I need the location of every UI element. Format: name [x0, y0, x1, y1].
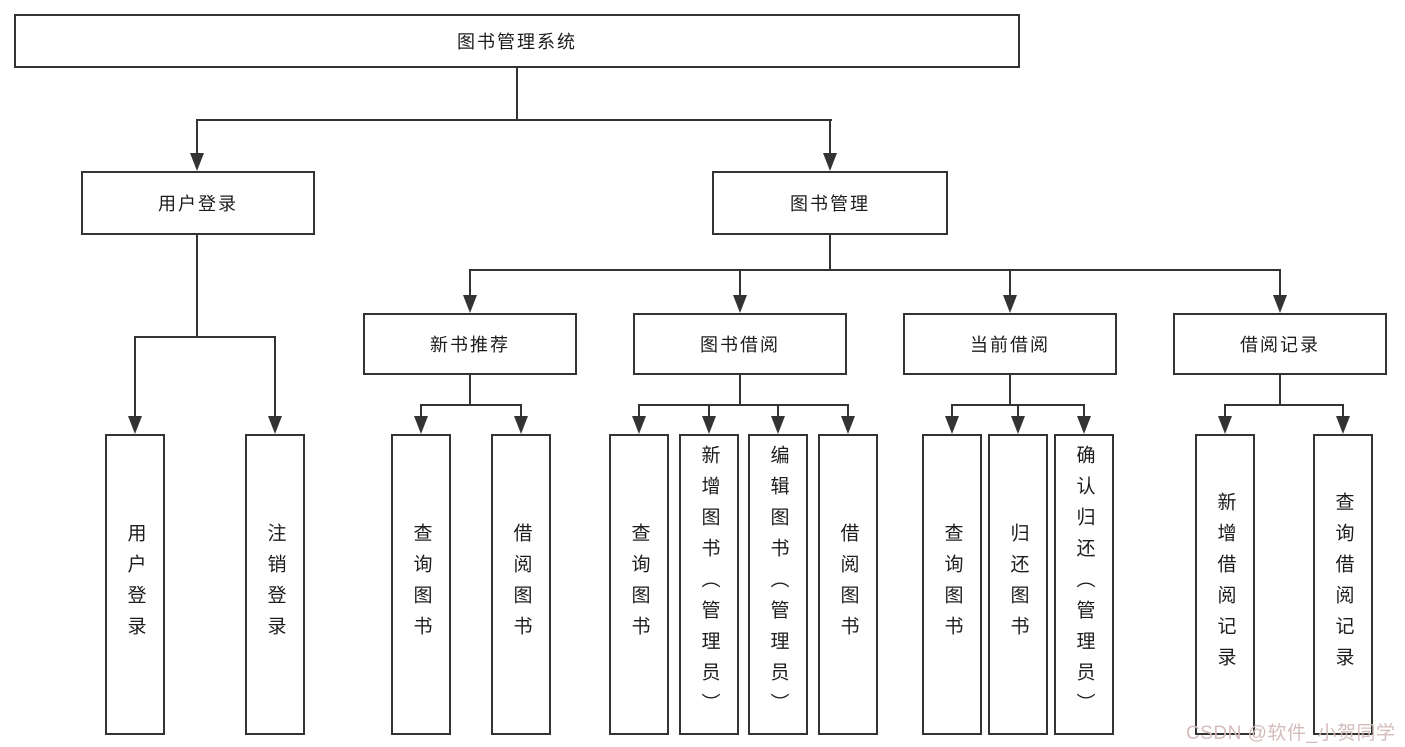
arrowhead-down-icon	[1003, 295, 1017, 313]
connector-vline	[829, 235, 831, 271]
watermark: CSDN @软件_小贺同学	[1186, 723, 1396, 744]
connector-hline	[196, 119, 832, 121]
connector-vline	[1017, 404, 1019, 418]
connector-hline	[134, 336, 276, 338]
leaf-recommend-query-books: 查询图书	[391, 434, 451, 735]
connector-vline	[469, 375, 471, 406]
connector-vline	[829, 119, 831, 155]
connector-hline	[420, 404, 522, 406]
connector-vline	[1009, 269, 1011, 297]
leaf-records-query-record: 查询借阅记录	[1313, 434, 1373, 735]
connector-vline	[134, 336, 136, 417]
arrowhead-down-icon	[771, 416, 785, 434]
arrowhead-down-icon	[1218, 416, 1232, 434]
arrowhead-down-icon	[128, 416, 142, 434]
node-new-book-recommend: 新书推荐	[363, 313, 577, 375]
connector-vline	[1342, 404, 1344, 418]
arrowhead-down-icon	[268, 416, 282, 434]
connector-vline	[739, 375, 741, 406]
connector-vline	[196, 119, 198, 155]
connector-vline	[520, 404, 522, 418]
node-book-borrow: 图书借阅	[633, 313, 847, 375]
node-borrow-records: 借阅记录	[1173, 313, 1387, 375]
connector-vline	[777, 404, 779, 418]
connector-vline	[1009, 375, 1011, 406]
arrowhead-down-icon	[1336, 416, 1350, 434]
connector-vline	[516, 68, 518, 121]
connector-vline	[739, 269, 741, 297]
leaf-user-login: 用户登录	[105, 434, 165, 735]
connector-vline	[1279, 269, 1281, 297]
connector-vline	[847, 404, 849, 418]
connector-vline	[708, 404, 710, 418]
leaf-borrow-query-books: 查询图书	[609, 434, 669, 735]
connector-vline	[274, 336, 276, 417]
connector-vline	[420, 404, 422, 418]
leaf-recommend-borrow-books: 借阅图书	[491, 434, 551, 735]
arrowhead-down-icon	[1077, 416, 1091, 434]
leaf-current-return-books: 归还图书	[988, 434, 1048, 735]
connector-vline	[951, 404, 953, 418]
connector-hline	[1224, 404, 1344, 406]
leaf-borrow-edit-books-admin: 编辑图书（管理员）	[748, 434, 808, 735]
arrowhead-down-icon	[1273, 295, 1287, 313]
leaf-borrow-add-books-admin: 新增图书（管理员）	[679, 434, 739, 735]
connector-hline	[469, 269, 1281, 271]
leaf-current-query-books: 查询图书	[922, 434, 982, 735]
arrowhead-down-icon	[841, 416, 855, 434]
arrowhead-down-icon	[632, 416, 646, 434]
connector-vline	[1224, 404, 1226, 418]
arrowhead-down-icon	[1011, 416, 1025, 434]
node-root: 图书管理系统	[14, 14, 1020, 68]
arrowhead-down-icon	[190, 153, 204, 171]
arrowhead-down-icon	[514, 416, 528, 434]
connector-vline	[1083, 404, 1085, 418]
connector-vline	[469, 269, 471, 297]
leaf-current-confirm-return-admin: 确认归还（管理员）	[1054, 434, 1114, 735]
leaf-borrow-borrow-books: 借阅图书	[818, 434, 878, 735]
connector-hline	[638, 404, 849, 406]
arrowhead-down-icon	[414, 416, 428, 434]
arrowhead-down-icon	[702, 416, 716, 434]
connector-vline	[638, 404, 640, 418]
leaf-logout: 注销登录	[245, 434, 305, 735]
node-user-login: 用户登录	[81, 171, 315, 235]
leaf-records-add-record: 新增借阅记录	[1195, 434, 1255, 735]
arrowhead-down-icon	[945, 416, 959, 434]
arrowhead-down-icon	[823, 153, 837, 171]
node-current-borrow: 当前借阅	[903, 313, 1117, 375]
node-book-management: 图书管理	[712, 171, 948, 235]
arrowhead-down-icon	[463, 295, 477, 313]
arrowhead-down-icon	[733, 295, 747, 313]
connector-vline	[196, 235, 198, 338]
connector-vline	[1279, 375, 1281, 406]
